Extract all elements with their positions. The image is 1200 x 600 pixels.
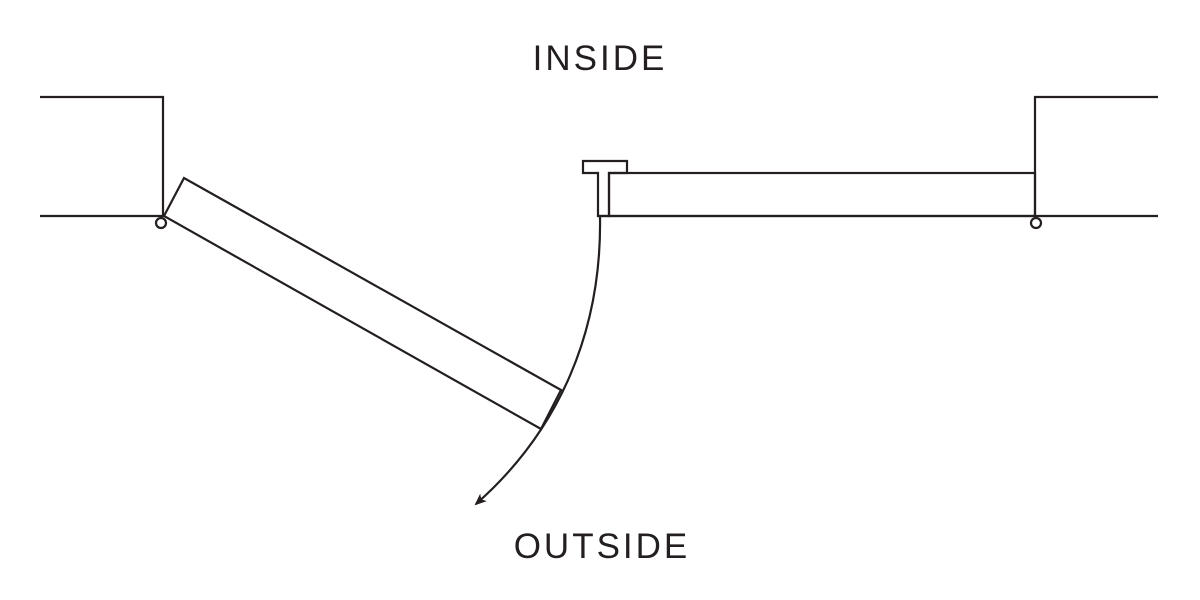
swing-arc-arrow	[474, 215, 602, 506]
right-hinge	[1029, 216, 1043, 230]
closed-door-leaf	[607, 171, 1037, 218]
inside-label: INSIDE	[533, 39, 668, 78]
left-wall	[40, 95, 165, 218]
open-door-leaf	[162, 176, 563, 431]
left-hinge	[154, 216, 168, 230]
t-astragal	[581, 159, 629, 218]
outside-label: OUTSIDE	[514, 527, 691, 566]
right-wall	[1033, 95, 1158, 218]
